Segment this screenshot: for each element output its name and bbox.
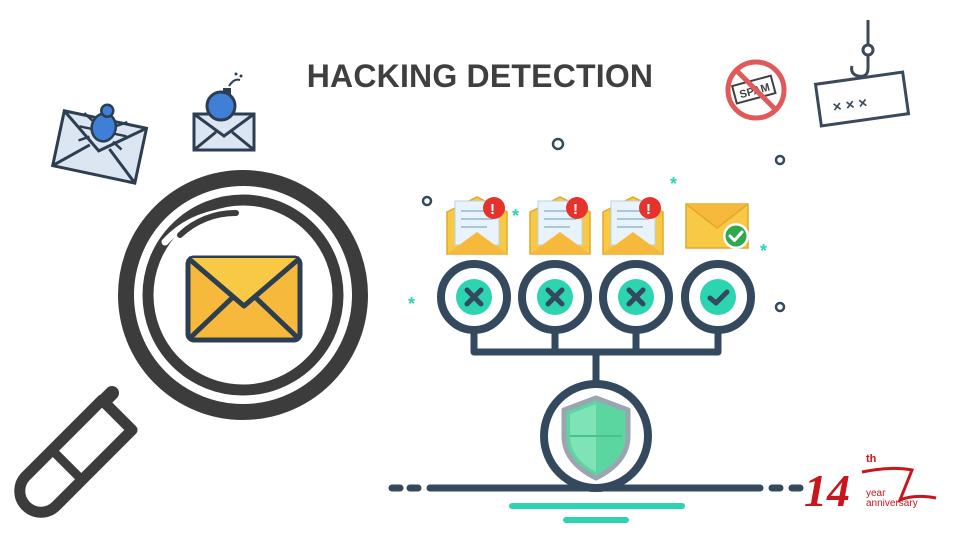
magnifying-glass-icon xyxy=(14,170,368,518)
svg-text:!: ! xyxy=(646,201,651,218)
envelope-icon xyxy=(185,255,303,343)
alert-email-icon: ! xyxy=(529,196,591,255)
allowed-verdict-icon xyxy=(681,260,755,334)
ground-line xyxy=(388,484,804,523)
shield-icon xyxy=(540,380,652,492)
blocked-verdict-icon xyxy=(437,260,511,334)
bug-envelope-icon xyxy=(50,103,149,185)
anniversary-logo: 14 th year anniversary xyxy=(804,453,937,516)
blocked-verdict-icon xyxy=(599,260,673,334)
spam-badge-icon: SPAM xyxy=(725,59,787,121)
svg-text:!: ! xyxy=(573,201,578,218)
svg-text:*: * xyxy=(760,241,767,261)
blocked-verdict-icon xyxy=(518,260,592,334)
bomb-envelope-icon xyxy=(192,72,256,152)
svg-text:*: * xyxy=(512,206,519,226)
svg-text:*: * xyxy=(670,174,677,194)
alert-email-icon: ! xyxy=(602,196,664,255)
logo-line1: year xyxy=(866,488,886,499)
phishing-hook-icon: × × × xyxy=(813,20,911,128)
logo-superscript: th xyxy=(866,453,877,465)
safe-envelope-icon xyxy=(685,203,749,249)
logo-line2: anniversary xyxy=(866,498,918,509)
svg-text:!: ! xyxy=(490,201,495,218)
page-title: HACKING DETECTION xyxy=(306,58,654,94)
filter-tree-lines xyxy=(470,330,722,382)
phishing-marks: × × × xyxy=(832,94,869,116)
alert-email-icon: ! xyxy=(446,196,508,255)
sparkle-icons: * * * * xyxy=(408,174,767,314)
logo-number: 14 xyxy=(804,465,850,516)
svg-text:*: * xyxy=(408,294,415,314)
